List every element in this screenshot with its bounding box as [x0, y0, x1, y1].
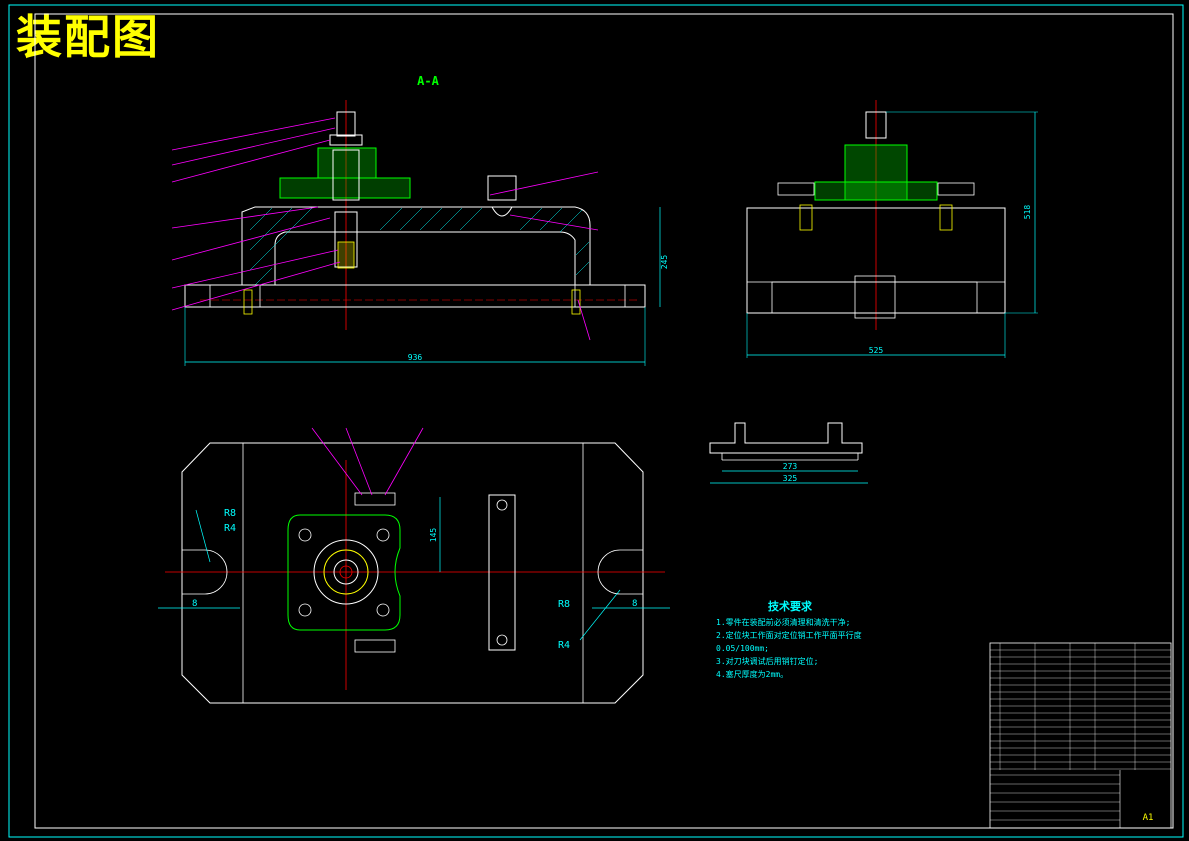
dim-left-width: 8 — [192, 599, 197, 609]
tech-req-item: 2.定位块工作面对定位销工作平面平行度 — [716, 630, 862, 640]
setting-block-pin — [496, 499, 508, 511]
dim-plate-inner: 273 — [783, 462, 798, 471]
left-flange — [209, 284, 261, 308]
outer-frame — [8, 4, 1184, 838]
top-leaders — [311, 427, 424, 496]
tech-req-item: 3.对刀块调试后用销钉定位; — [716, 656, 818, 666]
mounting-hole — [376, 528, 390, 542]
fixture-body — [241, 206, 591, 286]
flange-inner — [323, 549, 369, 595]
tech-req-title: 技术要求 — [768, 599, 813, 613]
top-view: 145 R8 R4 8 R8 R4 8 — [158, 427, 670, 704]
dim-right-r-small: R4 — [558, 640, 570, 651]
bottom-screw — [354, 639, 396, 653]
setting-block-seat — [491, 206, 513, 217]
setting-block — [487, 175, 517, 201]
clamp-plate — [287, 514, 401, 631]
inner-frame — [34, 13, 1174, 829]
flange-outer — [313, 539, 379, 605]
clamp-sleeve — [317, 147, 377, 179]
drawing-title: 装配图 — [16, 10, 160, 64]
setting-block-top — [488, 494, 516, 651]
section-label: A-A — [417, 74, 439, 88]
side-view: 525 518 — [746, 100, 1038, 358]
side-nut — [865, 111, 887, 139]
front-section-view: 936 245 — [171, 100, 669, 366]
sheet-size: A1 — [1143, 813, 1154, 823]
side-key — [854, 275, 896, 319]
mounting-hole — [298, 528, 312, 542]
base-bolt — [571, 289, 581, 315]
dim-left-r-big: R8 — [224, 508, 236, 519]
side-slot — [771, 281, 978, 314]
side-clamp-sleeve — [844, 144, 908, 201]
mounting-hole — [376, 603, 390, 617]
left-slot — [182, 549, 228, 595]
flange-center — [339, 565, 353, 579]
base-plate — [184, 284, 646, 308]
side-screw-left — [777, 182, 815, 196]
dim-top-offset: 145 — [429, 528, 438, 543]
right-flange — [574, 284, 626, 308]
dim-right-width: 8 — [632, 599, 637, 609]
dim-width-side: 525 — [869, 346, 884, 355]
top-screw — [354, 492, 396, 506]
tech-req-item: 0.05/100mm; — [716, 644, 769, 653]
section-hatch — [249, 207, 590, 286]
setting-block-pin — [496, 634, 508, 646]
dim-width-front: 936 — [408, 353, 423, 362]
part-leaders — [171, 117, 599, 341]
dim-height-front: 245 — [660, 255, 669, 270]
side-bolt — [799, 204, 813, 231]
dim-right-r-big: R8 — [558, 599, 570, 610]
parts-list-frame — [989, 642, 1172, 829]
plate-detail-view: 273 325 — [709, 422, 868, 484]
dim-plate-outer: 325 — [783, 474, 798, 483]
mounting-hole — [298, 603, 312, 617]
flange-bore — [333, 559, 359, 585]
base-bolt — [243, 289, 253, 315]
side-clamp-flange — [814, 181, 938, 201]
locating-pin — [334, 211, 358, 268]
dim-leader — [579, 589, 621, 641]
title-block: A1 — [989, 642, 1172, 829]
top-outline — [181, 442, 644, 704]
side-screw-right — [937, 182, 975, 196]
plate-outline — [709, 422, 863, 454]
right-slot — [597, 549, 643, 595]
tech-req-item: 1.零件在装配前必须清理和清洗干净; — [716, 617, 850, 627]
clamp-flange — [279, 177, 411, 199]
technical-requirements: 技术要求 1.零件在装配前必须清理和清洗干净; 2.定位块工作面对定位销工作平面… — [716, 599, 862, 679]
clamp-bushing — [332, 149, 360, 201]
dim-height-side: 518 — [1023, 205, 1032, 220]
pin-thread — [337, 241, 355, 269]
parts-list-rows — [990, 643, 1171, 821]
dim-leader — [195, 509, 211, 563]
side-bolt — [939, 204, 953, 231]
dim-left-r-small: R4 — [224, 523, 236, 534]
tech-req-item: 4.塞尺厚度为2mm。 — [716, 669, 788, 679]
clamp-nut — [336, 111, 356, 137]
